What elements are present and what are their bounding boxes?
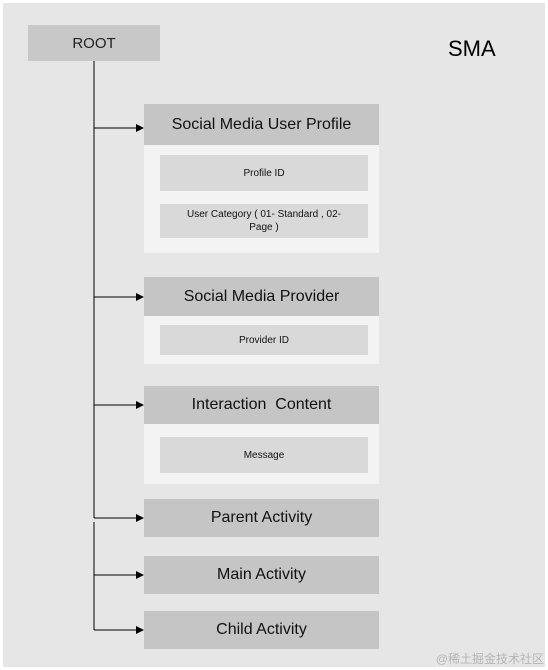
- entity-header-label: Social Media Provider: [183, 287, 340, 305]
- field-provider-id: Provider ID: [160, 325, 368, 355]
- field-label: Profile ID: [243, 167, 285, 179]
- entity-header-label: Child Activity: [216, 621, 307, 638]
- field-profile-id: Profile ID: [160, 155, 368, 191]
- root-node: ROOT: [28, 25, 160, 61]
- entity-header-provider: Social Media Provider: [144, 277, 379, 316]
- field-message: Message: [160, 437, 368, 473]
- entity-header-parent-activity: Parent Activity: [144, 499, 379, 537]
- entity-header-label: Interaction Content: [191, 396, 332, 413]
- entity-header-child-activity: Child Activity: [144, 611, 379, 649]
- entity-header-user-profile: Social Media User Profile: [144, 104, 379, 145]
- diagram-title: SMA: [448, 36, 496, 61]
- entity-header-main-activity: Main Activity: [144, 556, 379, 594]
- entity-header-interaction-content: Interaction Content: [144, 386, 379, 424]
- field-label: User Category ( 01- Standard , 02- Page …: [187, 209, 341, 233]
- field-user-category: User Category ( 01- Standard , 02- Page …: [160, 204, 368, 238]
- root-label: ROOT: [72, 34, 116, 52]
- field-label: Message: [243, 449, 285, 461]
- entity-header-label: Main Activity: [217, 566, 306, 583]
- field-label: Provider ID: [238, 334, 289, 346]
- entity-header-label: Social Media User Profile: [171, 115, 352, 133]
- watermark-text: @稀土掘金技术社区: [435, 652, 544, 666]
- entity-header-label: Parent Activity: [210, 509, 313, 526]
